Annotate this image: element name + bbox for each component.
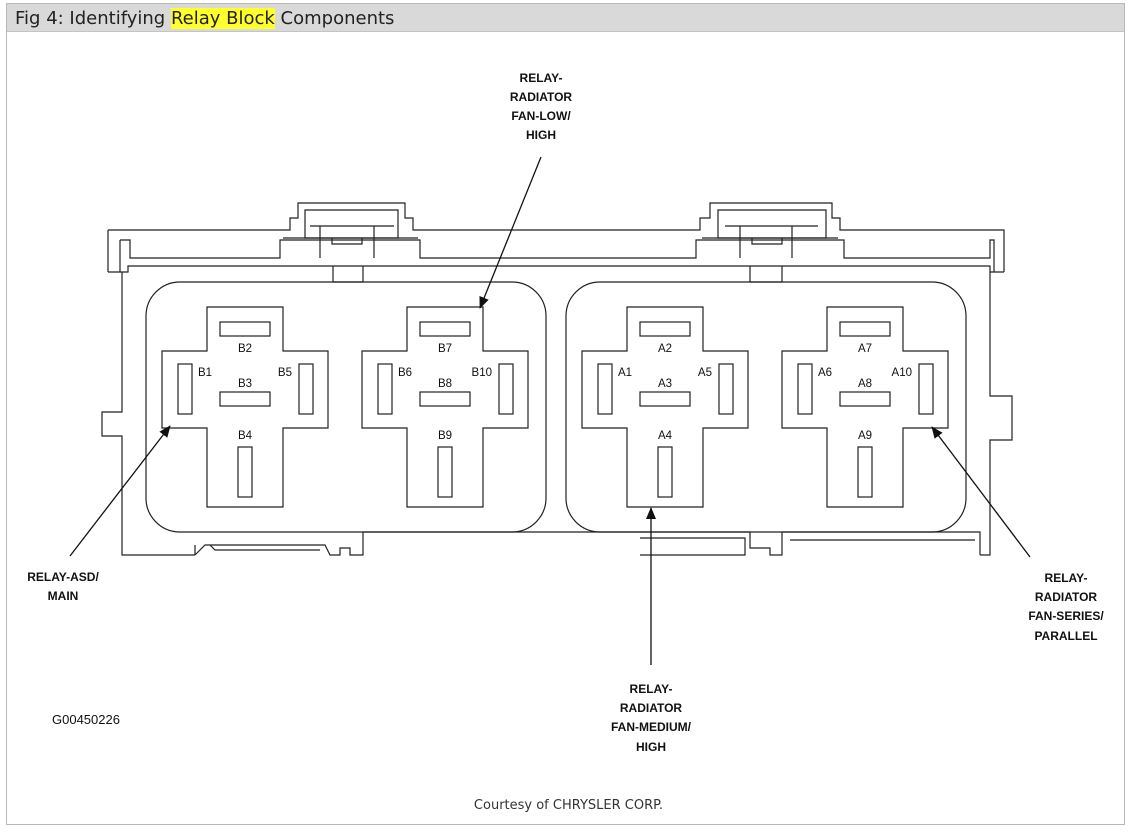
leader-arrows [69, 156, 1031, 665]
pin-label: A5 [698, 367, 712, 379]
pin-label: B2 [238, 343, 252, 355]
pin-slot [219, 321, 271, 337]
label-line: RELAY-ASD/ [27, 570, 99, 584]
title-prefix: Fig 4: Identifying [15, 8, 171, 29]
pin-slot [219, 391, 271, 407]
pin-slot [718, 363, 734, 415]
label-asd-main: RELAY-ASD/ MAIN [27, 570, 99, 603]
pin-slot [498, 363, 514, 415]
pin-slot [597, 363, 613, 415]
relay-block-housing [101, 202, 1013, 556]
pin-slot [377, 363, 393, 415]
label-line: RADIATOR [510, 90, 573, 104]
label-line: RELAY- [1045, 571, 1088, 585]
socket-outline [161, 306, 329, 508]
label-line: HIGH [526, 128, 556, 142]
pin-label: B3 [238, 378, 252, 390]
socket-outline [781, 306, 949, 508]
title-suffix: Components [274, 8, 395, 29]
label-line: RELAY- [630, 682, 673, 696]
arrow-asd-main [69, 425, 171, 557]
label-line: PARALLEL [1034, 629, 1097, 643]
label-line: HIGH [636, 740, 666, 754]
label-fan-series-parallel: RELAY- RADIATOR FAN-SERIES/ PARALLEL [1028, 571, 1104, 643]
pin-label: A8 [858, 378, 872, 390]
label-line: RELAY- [520, 71, 563, 85]
pin-label: B9 [438, 430, 452, 442]
pin-label: A9 [858, 430, 872, 442]
courtesy-credit: Courtesy of CHRYSLER CORP. [473, 798, 664, 813]
pin-slot [857, 446, 873, 498]
label-line: FAN-MEDIUM/ [611, 720, 692, 734]
pin-label: A2 [658, 343, 672, 355]
socket-outline [581, 306, 749, 508]
pin-label: B5 [278, 367, 292, 379]
label-line: FAN-LOW/ [511, 109, 571, 123]
pin-slot [237, 446, 253, 498]
diagram-code: G00450226 [52, 712, 120, 727]
pin-label: B8 [438, 378, 452, 390]
pin-slot [639, 321, 691, 337]
label-line: MAIN [48, 589, 79, 603]
title-highlight: Relay Block [170, 8, 275, 29]
pin-slot [839, 391, 891, 407]
pin-label: A6 [818, 367, 832, 379]
pin-label: A1 [618, 367, 632, 379]
figure-title-bar: Fig 4: Identifying Relay Block Component… [7, 4, 1124, 32]
pin-label: A3 [658, 378, 672, 390]
pin-label: B10 [472, 367, 492, 379]
arrow-fan-low-high [479, 156, 542, 309]
pin-slot [419, 321, 471, 337]
pin-slot [298, 363, 314, 415]
pin-slot [657, 446, 673, 498]
pin-label: B4 [238, 430, 253, 442]
pin-label: B6 [398, 367, 412, 379]
pin-label: A10 [892, 367, 912, 379]
pin-slot [639, 391, 691, 407]
label-line: RADIATOR [1035, 590, 1098, 604]
pin-slot [797, 363, 813, 415]
pin-slot [437, 446, 453, 498]
pin-label: B1 [198, 367, 212, 379]
pin-slot [419, 391, 471, 407]
pin-slot [918, 363, 934, 415]
pin-label: B7 [438, 343, 452, 355]
pin-label: A4 [658, 430, 673, 442]
label-fan-low-high: RELAY- RADIATOR FAN-LOW/ HIGH [510, 71, 573, 142]
label-line: RADIATOR [620, 701, 683, 715]
arrow-fan-series-parallel [931, 426, 1031, 558]
pin-label: A7 [858, 343, 872, 355]
label-fan-medium-high: RELAY- RADIATOR FAN-MEDIUM/ HIGH [611, 682, 692, 754]
label-line: FAN-SERIES/ [1028, 609, 1104, 623]
pin-slot [177, 363, 193, 415]
figure-title: Fig 4: Identifying Relay Block Component… [15, 8, 394, 29]
socket-outline [361, 306, 529, 508]
pin-slot [839, 321, 891, 337]
